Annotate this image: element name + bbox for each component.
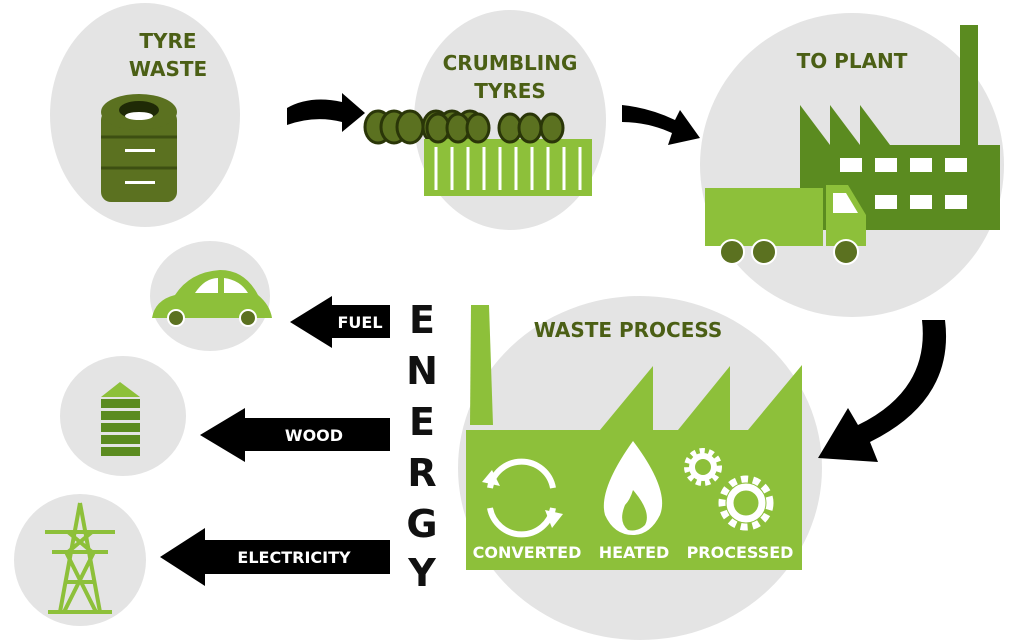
wood-label: WOOD (285, 426, 343, 445)
electricity-pylon-icon (45, 502, 115, 614)
crumbled-tyres-row (425, 112, 565, 144)
gears-icon (684, 448, 774, 531)
flame-icon (603, 441, 663, 535)
container-icon (424, 139, 592, 196)
crumbling-label-2: TYRES (474, 79, 546, 103)
electricity-arrow (160, 528, 390, 586)
to-plant-label: TO PLANT (797, 49, 908, 73)
energy-letter-e2: E (409, 400, 435, 444)
tyre-waste-label-1: TYRE (139, 29, 196, 53)
step-heated: HEATED (599, 543, 670, 562)
step-converted: CONVERTED (473, 543, 582, 562)
waste-process-label: WASTE PROCESS (534, 318, 723, 342)
energy-letter-e1: E (409, 298, 435, 342)
recycle-icon (482, 458, 563, 538)
curved-arrow-2 (622, 105, 700, 145)
energy-letter-y: Y (407, 551, 436, 595)
crumbling-label-1: CRUMBLING (443, 51, 578, 75)
pylon-circle (14, 494, 146, 626)
electricity-label: ELECTRICITY (237, 548, 351, 567)
step-processed: PROCESSED (687, 543, 794, 562)
curved-arrow-3 (818, 320, 947, 462)
fuel-arrow (290, 296, 390, 348)
car-icon (152, 270, 272, 327)
tyre-waste-label-2: WASTE (129, 57, 207, 81)
energy-letter-n: N (406, 349, 438, 393)
fuel-label: FUEL (337, 313, 382, 332)
truck-icon (705, 185, 866, 265)
tyre-stack-icon (101, 94, 177, 202)
energy-letter-r: R (407, 451, 436, 495)
wood-stack-icon (101, 382, 140, 456)
energy-letter-g: G (406, 502, 437, 546)
wood-arrow (200, 408, 390, 462)
curved-arrow-1 (287, 93, 365, 132)
